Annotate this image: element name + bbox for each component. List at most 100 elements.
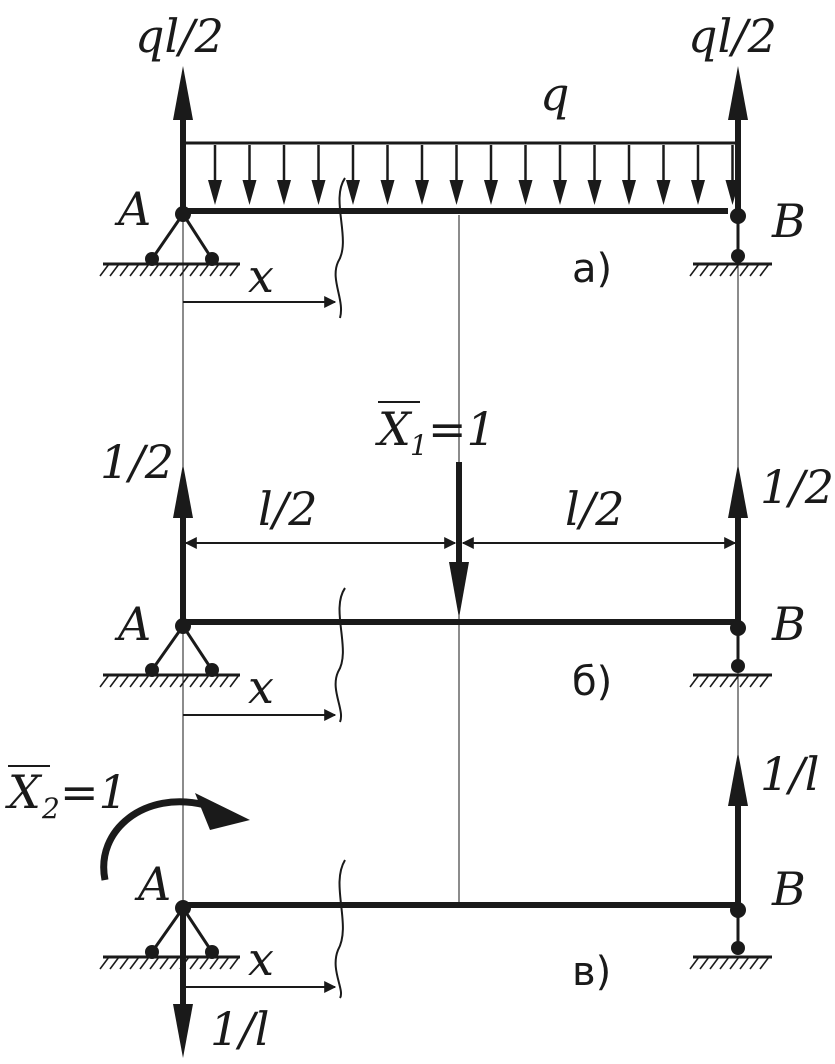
section-cut-b [334, 587, 346, 723]
hatch-line [749, 956, 760, 970]
label-span-right: l/2 [565, 482, 624, 536]
hatch-line [739, 956, 750, 970]
hatch-line [229, 263, 240, 277]
hatch-line [109, 956, 120, 970]
reaction-arrow-left-c-down [173, 905, 193, 1058]
label-B-c: B [771, 862, 806, 916]
reaction-arrow-left-a [173, 66, 193, 211]
load-arrow-head [518, 180, 533, 205]
hatch-line [739, 263, 750, 277]
hatch-line [709, 263, 720, 277]
label-half-right: 1/2 [760, 460, 834, 514]
roller-support-b [693, 208, 772, 266]
hatch-line [709, 674, 720, 688]
load-arrow-head [346, 180, 360, 205]
hatch-line [719, 956, 730, 970]
hatch-line [759, 956, 770, 970]
hatch-line [209, 956, 220, 970]
hatch-line [109, 263, 120, 277]
load-arrow-head [656, 180, 671, 205]
pin-support-b-panel [103, 618, 240, 677]
hatch-line [129, 674, 140, 688]
label-x2: X 2 =1 [5, 765, 128, 825]
label-A-b: A [114, 597, 151, 651]
caption-a: а) [572, 246, 612, 292]
caption-b: б) [572, 659, 612, 705]
load-arrow-head [277, 180, 291, 205]
hatch-line [159, 674, 170, 688]
hatch-line [129, 263, 140, 277]
label-x-b: x [248, 660, 274, 714]
hatch-line [169, 674, 180, 688]
hatch-line [749, 674, 760, 688]
hatch-line [219, 956, 230, 970]
hatch-line [229, 956, 240, 970]
unit-moment-arc [100, 793, 250, 881]
load-arrow-head [380, 180, 395, 205]
hatch-line [699, 263, 710, 277]
roller-support-b-panel [693, 620, 772, 677]
svg-text:X: X [375, 402, 413, 456]
svg-text:2: 2 [41, 792, 60, 825]
caption-c: в) [572, 949, 611, 995]
load-arrow-head [449, 180, 464, 205]
hatch-line [99, 956, 110, 970]
hatch-line [719, 263, 730, 277]
hatch-line [729, 263, 740, 277]
hatch-line [689, 674, 700, 688]
hatch-line [229, 674, 240, 688]
hatch-line [689, 956, 700, 970]
hatch-line [139, 674, 150, 688]
load-arrow-head [208, 180, 222, 205]
hatch-line [119, 263, 130, 277]
reaction-arrow-right-b [728, 464, 748, 622]
hatch-line [759, 263, 770, 277]
pin-support-c [103, 900, 240, 959]
hatch-line [119, 956, 130, 970]
label-ql2-right: ql/2 [688, 9, 777, 63]
load-arrow-head [484, 180, 498, 205]
reaction-arrow-right-a [728, 66, 748, 211]
hatch-line [129, 956, 140, 970]
label-x1: X 1 =1 [375, 401, 496, 462]
svg-text:1: 1 [410, 429, 428, 462]
svg-text:X: X [5, 765, 43, 819]
hatch-line [199, 263, 210, 277]
hatch-line [99, 674, 110, 688]
section-cut-a [334, 177, 346, 319]
hatch-line [139, 263, 150, 277]
label-half-left: 1/2 [100, 435, 174, 489]
hatch-line [189, 263, 200, 277]
hatch-line [749, 263, 760, 277]
hatch-line [719, 674, 730, 688]
reaction-arrow-right-c [728, 752, 748, 905]
hatch-line [159, 956, 170, 970]
hatch-line [689, 263, 700, 277]
hatch-line [739, 674, 750, 688]
hatch-line [199, 674, 210, 688]
svg-text:=1: =1 [60, 765, 128, 819]
hatch-line [179, 674, 190, 688]
hatch-line [709, 956, 720, 970]
hatch-line [699, 674, 710, 688]
hatch-line [209, 674, 220, 688]
hatch-line [199, 956, 210, 970]
hatch-line [149, 263, 160, 277]
label-B-b: B [771, 597, 806, 651]
load-arrow-head [311, 180, 326, 205]
hatch-line [219, 674, 230, 688]
hatch-line [189, 956, 200, 970]
hatch-line [109, 674, 120, 688]
hatch-line [119, 674, 130, 688]
label-A-c: A [134, 857, 171, 911]
unit-force-arrow-x1 [449, 462, 469, 618]
roller-support-c [693, 902, 772, 959]
hatch-line [699, 956, 710, 970]
hatch-line [149, 674, 160, 688]
label-A-a: A [114, 182, 151, 236]
reaction-arrow-left-b [173, 464, 193, 622]
label-q: q [540, 67, 569, 121]
hatch-line [169, 263, 180, 277]
hatch-line [729, 674, 740, 688]
label-1l-left: 1/l [210, 1002, 269, 1056]
